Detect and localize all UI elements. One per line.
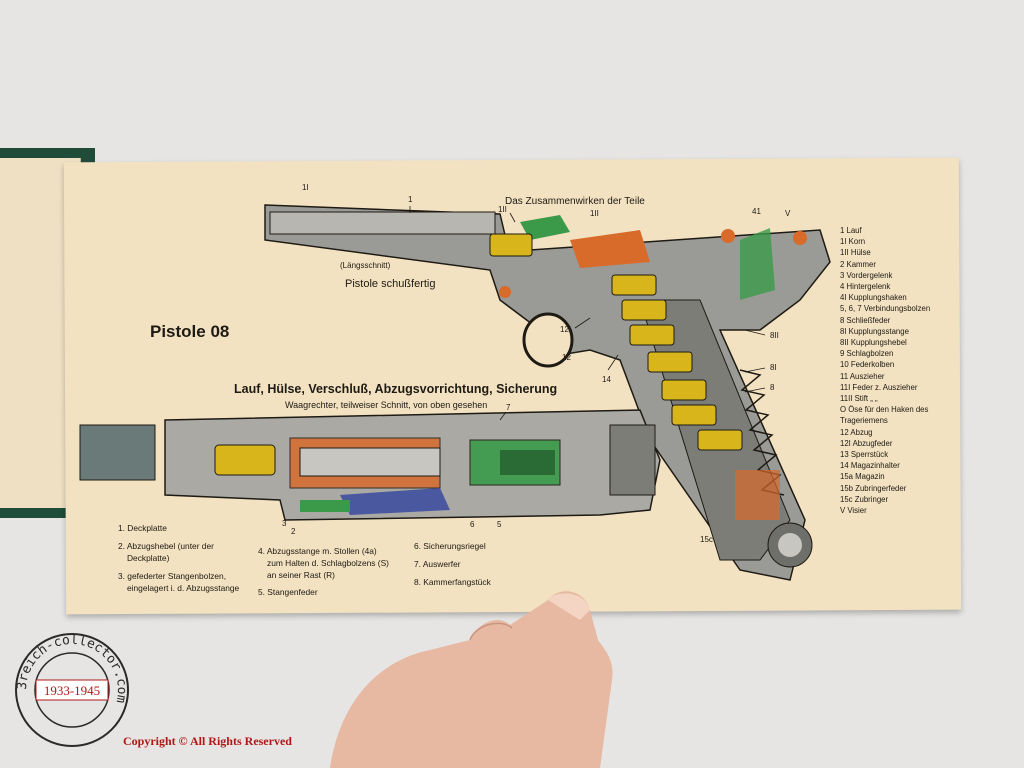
bottom-legend-col2: 4. Abzugsstange m. Stollen (4a) zum Halt…	[258, 545, 389, 598]
bottom-legend-item: 6. Sicherungsriegel	[414, 541, 486, 551]
leader-lines	[409, 206, 766, 421]
bottom-legend-item: 7. Auswerfer	[414, 559, 461, 569]
legend-item: 12I Abzugfeder	[840, 438, 893, 448]
callout-label: 2	[291, 527, 296, 536]
bottom-legend-item: 5. Stangenfeder	[258, 587, 318, 597]
legend-item: 8 Schließfeder	[840, 315, 891, 325]
parts-legend: 1 Lauf 1I Korn 1II Hülse 2 Kammer 3 Vord…	[840, 225, 930, 516]
legend-item: 9 Schlagbolzen	[840, 349, 894, 359]
section-note: (Längsschnitt)	[340, 261, 391, 270]
legend-item: 2 Kammer	[840, 259, 876, 269]
legend-item: 8I Kupplungsstange	[840, 326, 909, 336]
top-state-caption: Pistole schußfertig	[345, 278, 436, 290]
legend-item: 15c Zubringer	[840, 494, 889, 504]
callout-label: 8	[770, 383, 775, 392]
callout-label: 41	[752, 207, 761, 216]
callout-label: 8I	[770, 363, 777, 372]
section-subheading: Waagrechter, teilweiser Schnitt, von obe…	[285, 400, 488, 410]
legend-item: 11I Feder z. Auszieher	[840, 382, 918, 392]
top-caption: Das Zusammenwirken der Teile	[505, 196, 645, 207]
legend-item: O Öse für den Haken des	[840, 405, 929, 415]
bottom-legend-item: 3. gefederter Stangenbolzen,	[118, 571, 227, 581]
callout-label: 8II	[770, 331, 779, 340]
bottom-legend-item: eingelagert i. d. Abzugsstange	[127, 583, 240, 593]
legend-item: 1II Hülse	[840, 248, 871, 258]
hand-holding-sheet	[330, 591, 613, 768]
callout-label: 1II	[590, 209, 599, 218]
callout-label: 6	[470, 520, 475, 529]
bottom-legend-item: 4. Abzugsstange m. Stollen (4a)	[258, 546, 377, 556]
legend-item: Trageriemens	[840, 416, 888, 426]
legend-item: 1 Lauf	[840, 226, 862, 235]
watermark-years: 1933-1945	[44, 683, 100, 698]
legend-item: 11 Auszieher	[840, 371, 885, 381]
legend-item: 8II Kupplungshebel	[840, 338, 907, 348]
legend-item: 15b Zubringerfeder	[840, 483, 907, 493]
legend-item: 5, 6, 7 Verbindungsbolzen	[840, 304, 931, 314]
legend-item: 13 Sperrstück	[840, 450, 889, 460]
callout-label: 3	[282, 519, 287, 528]
legend-item: 12 Abzug	[840, 427, 873, 437]
bottom-legend-item: zum Halten d. Schlagbolzens (S)	[267, 558, 389, 568]
callout-label: 15c	[700, 535, 713, 544]
legend-item: 10 Federkolben	[840, 360, 895, 370]
legend-item: 3 Vordergelenk	[840, 270, 893, 280]
bottom-legend-item: 2. Abzugshebel (unter der	[118, 541, 214, 551]
bottom-legend-item: an seiner Rast (R)	[267, 570, 335, 580]
callout-label: 1II	[498, 205, 507, 214]
callout-label: 5	[497, 520, 502, 529]
section-heading: Lauf, Hülse, Verschluß, Abzugsvorrichtun…	[234, 382, 558, 396]
legend-item: 15a Magazin	[840, 472, 885, 482]
legend-item: 11II Stift „ „	[840, 394, 878, 404]
copyright-notice: Copyright © All Rights Reserved	[123, 734, 292, 748]
diagram-title: Pistole 08	[150, 322, 230, 341]
callout-label: 1	[408, 195, 413, 204]
legend-item: 1I Korn	[840, 237, 866, 247]
bottom-horizontal-cutaway	[79, 409, 661, 521]
bottom-legend-item: Deckplatte)	[127, 553, 170, 563]
legend-item: 4 Hintergelenk	[840, 282, 891, 292]
callout-label: 7	[506, 403, 511, 412]
legend-item: 14 Magazinhalter	[840, 461, 900, 471]
callout-label: 12I	[560, 325, 571, 334]
callout-label: 1I	[302, 183, 309, 192]
legend-item: 4I Kupplungshaken	[840, 293, 907, 303]
bottom-legend-item: 1. Deckplatte	[118, 523, 167, 533]
callout-label: V	[785, 209, 791, 218]
top-pistol-cutaway	[264, 204, 831, 581]
bottom-legend-col1: 1. Deckplatte 2. Abzugshebel (unter der …	[118, 522, 239, 594]
callout-label: 12	[562, 353, 571, 362]
legend-item: V Visier	[840, 506, 867, 516]
bottom-legend-item: 8. Kammerfangstück	[414, 577, 491, 587]
callout-label: 14	[602, 375, 611, 384]
watermark-stamp: 3reich-collector.com 1933-1945	[15, 633, 129, 747]
bottom-legend-col3: 6. Sicherungsriegel 7. Auswerfer 8. Kamm…	[414, 540, 491, 588]
